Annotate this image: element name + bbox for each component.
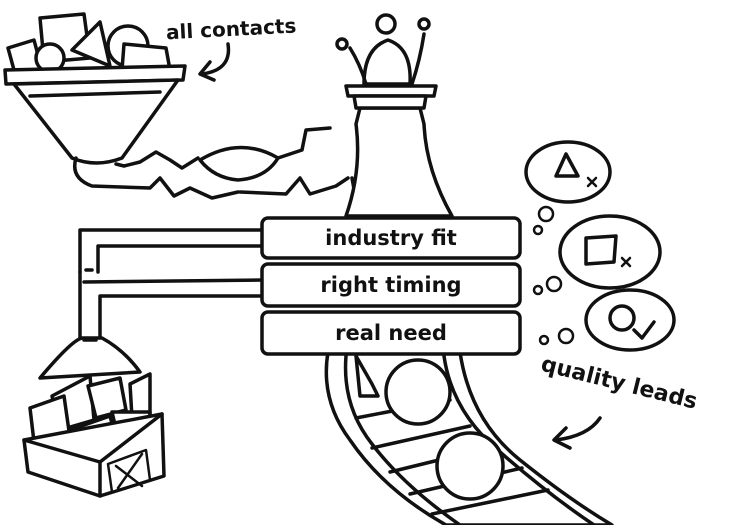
all-contacts-arrow [200,42,231,76]
filter-bar-right-timing [260,262,522,308]
filter-stack: industry fit right timing real need [260,216,522,356]
quality-leads-arrow [554,416,602,442]
square-icon [584,234,618,266]
circle-icon [608,304,636,332]
filter-label-real-need: real need [335,321,447,345]
filter-label-right-timing: right timing [320,273,461,297]
quality-leads-arrowhead [552,426,572,450]
thought-bubble-timing [532,214,662,296]
x-mark-icon [586,176,598,188]
check-mark-icon [632,320,656,340]
all-contacts-arrowhead [198,60,216,82]
triangle-icon [554,152,580,178]
contacts-funnel [3,64,187,165]
all-contacts-label: all contacts [165,14,296,45]
filter-tower [344,84,454,218]
thought-bubble-industry [524,140,612,236]
thought-bubble-need [538,288,676,352]
filter-label-industry-fit: industry fit [325,226,457,250]
contacts-pile [6,12,172,74]
discard-box [22,372,166,498]
contact-pipe [73,126,358,202]
quality-leads-label: quality leads [538,352,699,415]
reject-pipes [78,228,264,342]
filter-bar-industry-fit [260,216,522,260]
filter-bar-real-need [260,310,522,356]
quality-leads-balls [384,358,505,501]
crowned-figure [335,13,431,86]
reject-chute [38,336,142,380]
x-mark-icon-2 [620,256,632,268]
